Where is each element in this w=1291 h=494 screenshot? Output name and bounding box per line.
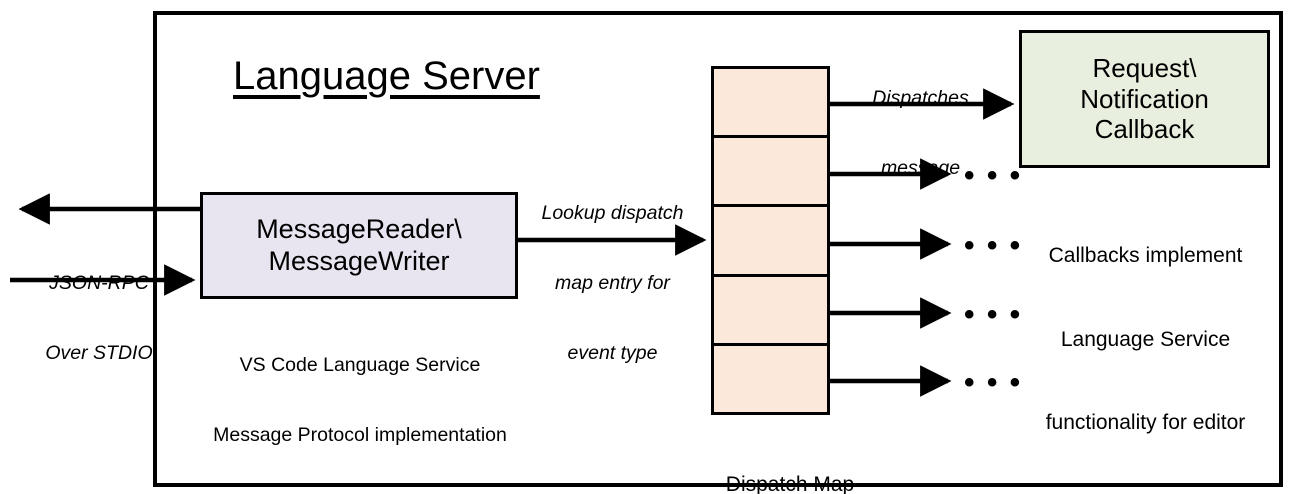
message-reader-writer-box[interactable]: MessageReader\ MessageWriter [200,192,518,299]
message-reader-writer-caption: VS Code Language Service Message Protoco… [190,307,530,494]
lookup-dispatch-label-line1: Lookup dispatch [541,201,684,224]
callback-description-line: Language Service [1060,327,1231,351]
dispatch-map-row[interactable] [714,138,827,208]
message-reader-writer-caption-line2: Message Protocol implementation [213,423,507,446]
request-notification-callback-box[interactable]: Request\ Notification Callback [1019,30,1270,168]
dispatch-map-row[interactable] [714,207,827,277]
dispatch-map-caption: Dispatch Map (event_type, callback) [640,422,940,494]
callback-box-line2: Notification [1080,83,1209,114]
page-title: Language Server [233,54,540,98]
callback-box-line1: Request\ [1092,52,1197,83]
callback-description-line: functionality for editor [1045,411,1246,435]
dispatch-row-2-ellipsis: • • • [964,159,1023,192]
message-reader-writer-caption-line1: VS Code Language Service [239,353,481,376]
dispatches-message-label: Dispatches message [833,40,1008,227]
dispatch-map-caption-line1: Dispatch Map [725,473,855,494]
message-reader-writer-line1: MessageReader\ [256,213,462,244]
dispatch-row-3-ellipsis: • • • [964,229,1023,262]
dispatches-message-label-line1: Dispatches [872,86,969,109]
dispatch-row-4-ellipsis: • • • [964,298,1023,331]
callback-description: Callbacks implement Language Service fun… [1008,186,1283,494]
dispatch-map-row[interactable] [714,69,827,139]
language-server-boundary [153,11,1283,487]
dispatch-map-row[interactable] [714,346,827,412]
json-rpc-label-line1: JSON-RPC [49,271,149,294]
lookup-dispatch-label: Lookup dispatch map entry for event type [520,155,705,412]
dispatches-message-label-line2: message [880,156,961,179]
message-reader-writer-line2: MessageWriter [268,245,450,276]
json-rpc-label-line2: Over STDIO [45,341,153,364]
json-rpc-label: JSON-RPC Over STDIO [24,225,174,412]
callback-box-line3: Callback [1094,114,1195,145]
lookup-dispatch-label-line3: event type [567,342,658,365]
callback-description-line: Callbacks implement [1048,243,1243,267]
dispatch-row-5-ellipsis: • • • [964,366,1023,399]
dispatch-map-table[interactable] [711,66,830,415]
lookup-dispatch-label-line2: map entry for [555,271,670,294]
dispatch-map-row[interactable] [714,277,827,346]
